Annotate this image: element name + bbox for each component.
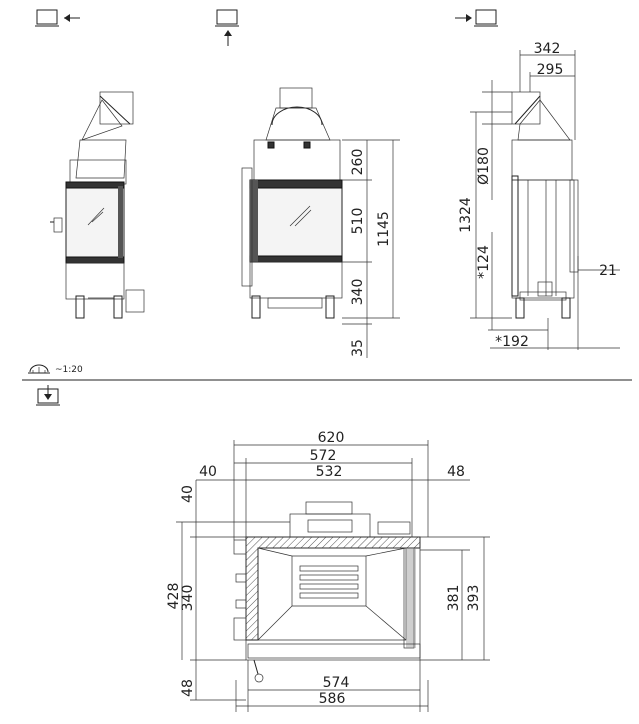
dim-40-left: 40 (180, 485, 196, 503)
monitor-arrow-up-icon (215, 9, 239, 46)
monitor-arrow-down-icon (36, 385, 60, 406)
scale-label: ~1:20 (55, 365, 83, 375)
scale-ruler-icon (28, 364, 50, 374)
top-dimension-lines (176, 440, 490, 712)
dim-48-bottom: 48 (180, 679, 196, 697)
dim-295: 295 (537, 62, 564, 78)
right-side-view (511, 91, 579, 319)
dim-393: 393 (466, 585, 482, 612)
top-view (233, 501, 421, 683)
front-view (241, 87, 343, 319)
dim-340-front: 340 (350, 279, 366, 306)
dim-124: *124 (476, 245, 492, 279)
dim-1145: 1145 (376, 211, 392, 247)
side-dimension-lines (470, 50, 620, 350)
dim-586: 586 (319, 691, 346, 707)
dim-620: 620 (318, 430, 345, 446)
dim-342: 342 (534, 41, 561, 57)
front-dimension-lines (342, 139, 400, 358)
dim-510: 510 (350, 208, 366, 235)
dim-381: 381 (446, 585, 462, 612)
dim-1324: 1324 (458, 197, 474, 233)
dim-340-top: 340 (180, 585, 196, 612)
left-side-view (50, 91, 145, 319)
dim-532: 532 (316, 464, 343, 480)
dim-40-top: 40 (199, 464, 217, 480)
dim-diameter-180: Ø180 (476, 147, 492, 185)
dim-48-right: 48 (447, 464, 465, 480)
dim-572: 572 (310, 448, 337, 464)
dim-260: 260 (350, 149, 366, 176)
monitor-arrow-left-icon (35, 9, 80, 27)
monitor-arrow-right-icon (455, 9, 498, 27)
dim-574: 574 (323, 675, 350, 691)
dim-428: 428 (166, 583, 182, 610)
dim-21: 21 (599, 263, 617, 279)
dim-192: *192 (495, 334, 529, 350)
dim-35: 35 (350, 339, 366, 357)
